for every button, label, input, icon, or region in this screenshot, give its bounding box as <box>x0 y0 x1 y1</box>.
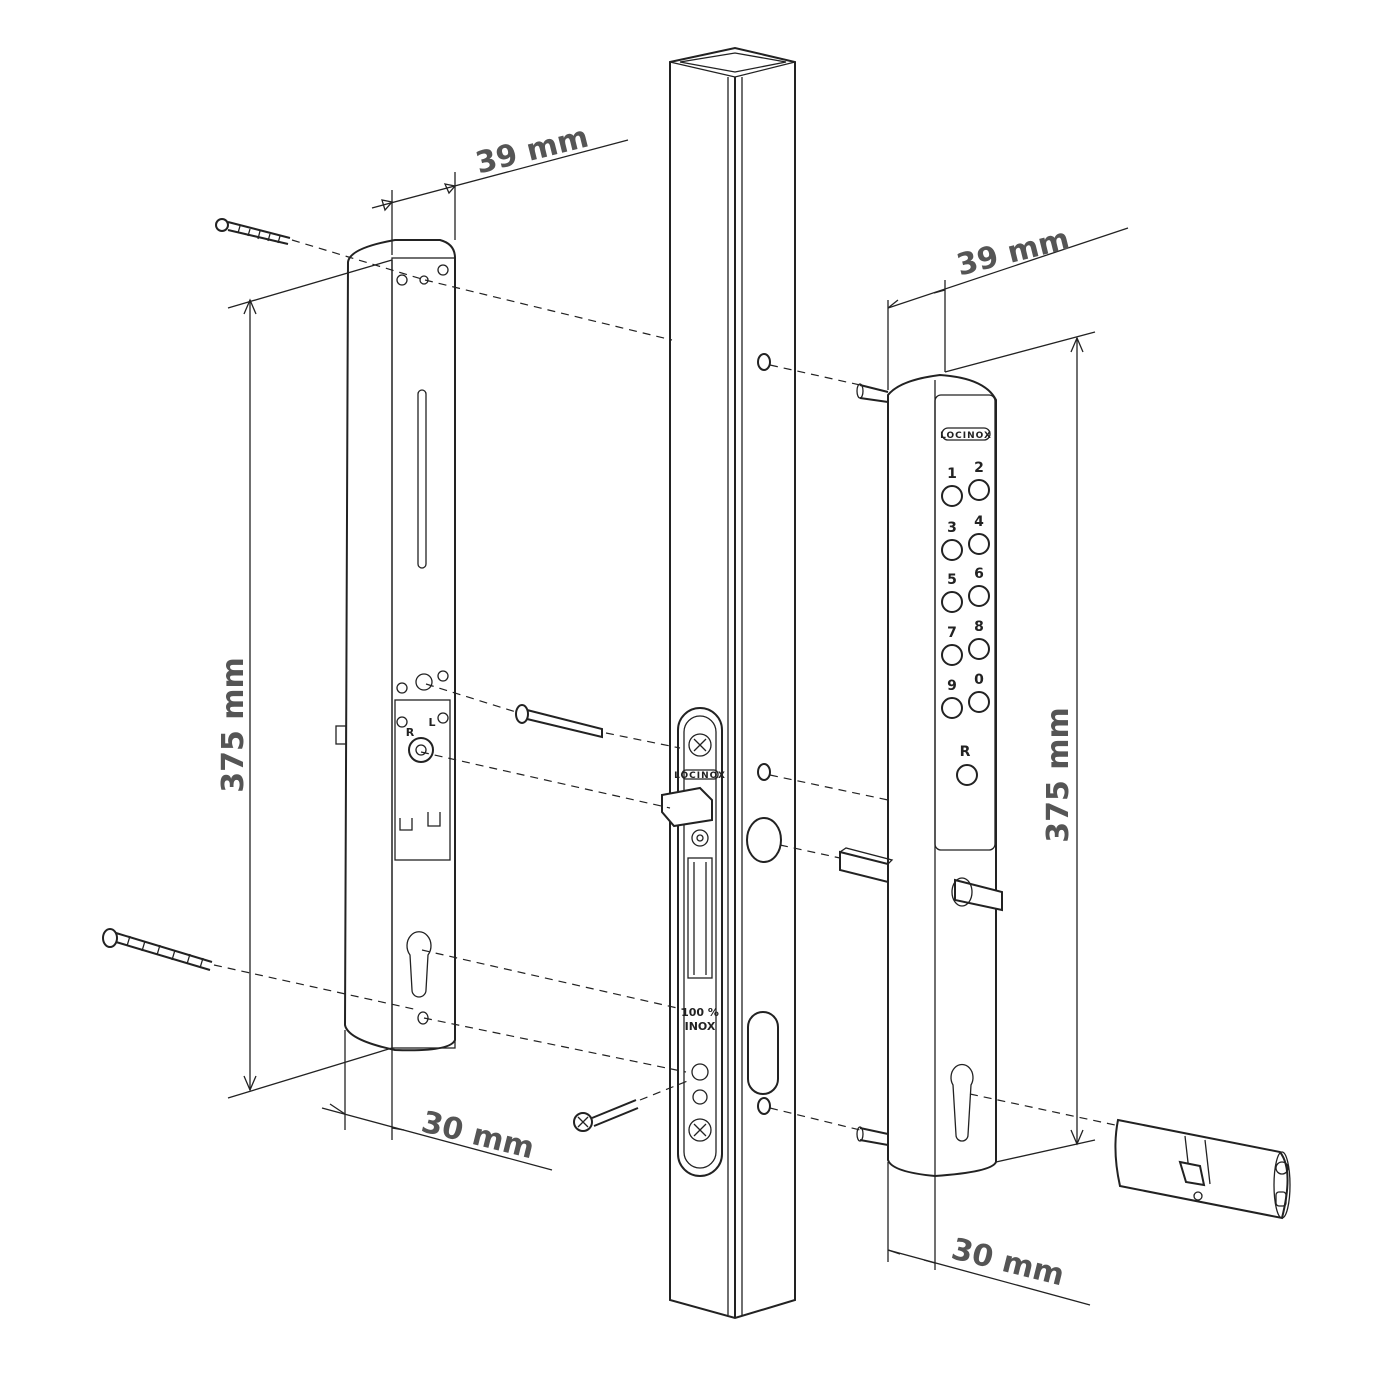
material-text-line2: INOX <box>685 1020 716 1033</box>
key-label-2: 2 <box>974 460 984 476</box>
dim-left-height: 375 mm <box>216 657 251 793</box>
key-label-0: 0 <box>974 672 984 688</box>
fixing-parts <box>102 218 894 1146</box>
dimension-lines <box>227 139 1129 1306</box>
back-plate: R L <box>335 239 456 1052</box>
dim-left-width: 39 mm <box>472 120 592 182</box>
dim-right-width: 39 mm <box>953 222 1073 284</box>
faceplate-brand-text: LOCINOX <box>674 771 726 781</box>
key-label-1: 1 <box>947 466 957 482</box>
key-label-8: 8 <box>974 619 984 635</box>
key-label-7: 7 <box>947 625 957 641</box>
assembly-guides <box>213 239 1116 1131</box>
dim-left-depth: 30 mm <box>418 1105 538 1167</box>
key-button-9[interactable] <box>941 697 963 719</box>
key-label-5: 5 <box>947 572 957 588</box>
direction-label-right: R <box>406 726 415 739</box>
key-button-7[interactable] <box>941 644 963 666</box>
reset-key-label: R <box>960 744 971 760</box>
dim-right-depth: 30 mm <box>948 1232 1068 1294</box>
key-label-9: 9 <box>947 678 957 694</box>
key-button-6[interactable] <box>968 585 990 607</box>
keypad-unit: LOCINOX <box>887 373 997 1178</box>
key-label-4: 4 <box>974 514 984 530</box>
key-label-6: 6 <box>974 566 984 582</box>
keypad-keys: 1 2 3 4 5 6 7 8 9 0 R <box>941 460 990 786</box>
key-button-2[interactable] <box>968 479 990 501</box>
key-button-1[interactable] <box>941 485 963 507</box>
euro-cylinder <box>1114 1118 1291 1220</box>
key-label-3: 3 <box>947 520 957 536</box>
key-button-3[interactable] <box>941 539 963 561</box>
direction-label-left: L <box>428 716 435 729</box>
lock-faceplate: LOCINOX 100 % INOX <box>661 707 726 1177</box>
dim-right-height: 375 mm <box>1041 707 1076 843</box>
key-button-4[interactable] <box>968 533 990 555</box>
key-button-5[interactable] <box>941 591 963 613</box>
key-button-8[interactable] <box>968 638 990 660</box>
keypad-lower-parts <box>950 877 1003 1142</box>
material-text-line1: 100 % <box>681 1006 719 1019</box>
reset-key-button[interactable] <box>956 764 978 786</box>
keypad-brand-text: LOCINOX <box>940 431 992 441</box>
key-button-0[interactable] <box>968 691 990 713</box>
